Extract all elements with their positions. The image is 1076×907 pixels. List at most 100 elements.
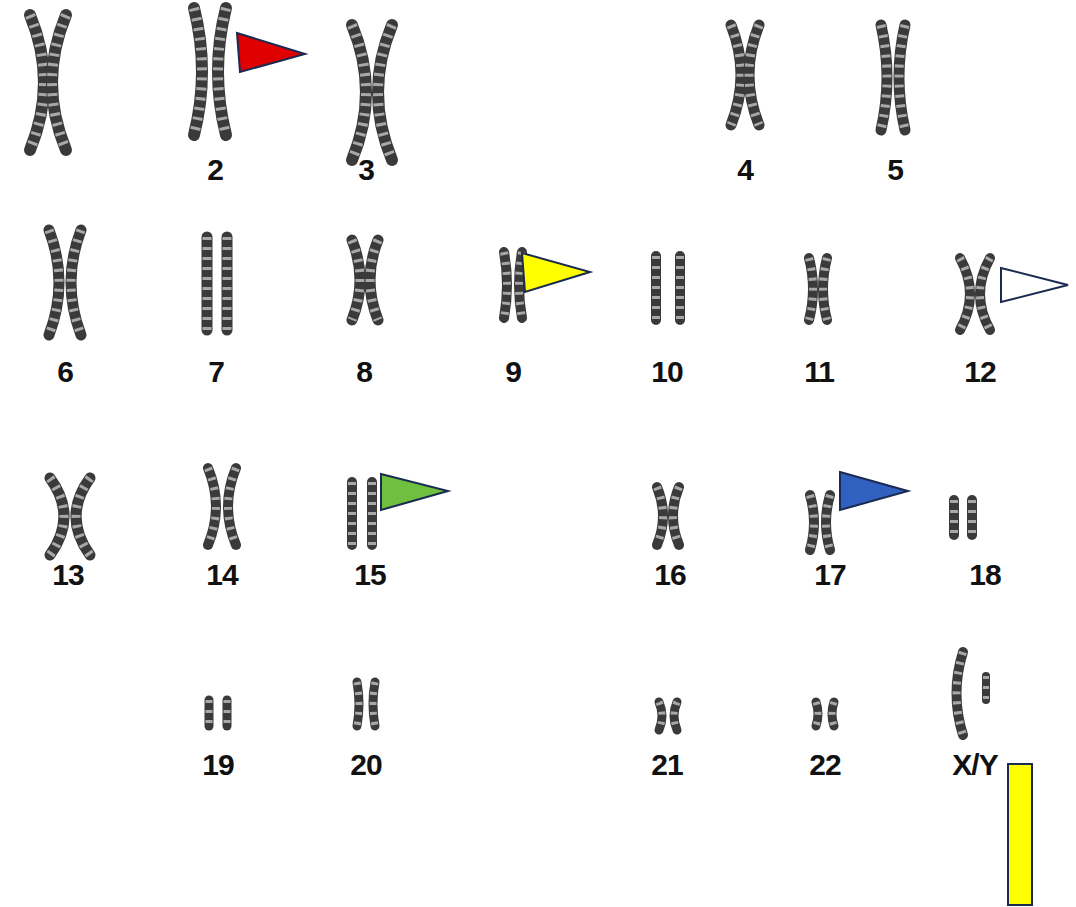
chromosome-number: 9 xyxy=(505,357,521,387)
chromatid xyxy=(826,495,830,550)
chromosome-band xyxy=(810,495,814,550)
chromatid xyxy=(673,487,679,545)
chromatid xyxy=(960,258,970,330)
chromosome-band xyxy=(749,25,759,125)
chromatid xyxy=(370,240,378,320)
chromosome-band xyxy=(881,25,887,130)
chromosome-band xyxy=(218,8,226,135)
chromosome-band xyxy=(352,240,360,320)
chromatid xyxy=(899,25,905,130)
chromatid xyxy=(218,8,226,135)
chromosome-band xyxy=(676,256,684,320)
chromatid xyxy=(50,478,64,555)
chromosome-band xyxy=(673,487,679,545)
chromosome-band xyxy=(899,25,905,130)
chromosome-band xyxy=(203,237,212,330)
chromosome-band xyxy=(731,25,741,125)
chromosome-band xyxy=(980,258,990,330)
chromatid xyxy=(504,252,507,318)
chromatid xyxy=(651,256,661,320)
chromosome-number: 10 xyxy=(651,357,682,387)
chromosome-band xyxy=(206,700,213,726)
chromosome-band xyxy=(373,682,375,726)
chromosome-band xyxy=(208,468,216,545)
chromosome-band xyxy=(71,230,81,335)
chromatid xyxy=(49,230,59,335)
chromosome-number: 20 xyxy=(350,750,381,780)
chromatid xyxy=(881,25,887,130)
chromosome-set xyxy=(30,8,990,735)
chromatid xyxy=(823,258,827,320)
chromatid xyxy=(202,237,213,330)
marker-arrow xyxy=(522,253,590,292)
chromosome-number: 22 xyxy=(809,750,840,780)
chromosome-number: 14 xyxy=(206,560,237,590)
chromatid xyxy=(357,682,359,726)
chromosome-band xyxy=(228,468,236,545)
chromosome-number: 18 xyxy=(969,560,1000,590)
marker-arrow xyxy=(1001,268,1068,302)
chromatid xyxy=(378,25,392,160)
chromosome-band xyxy=(357,682,359,726)
chromosome-band xyxy=(950,500,958,535)
chromosome-band xyxy=(30,15,44,150)
chromosome-number: 8 xyxy=(356,357,372,387)
chromatid xyxy=(223,700,232,726)
chromosome-number: 13 xyxy=(52,560,83,590)
chromatid xyxy=(657,487,663,545)
chromatid xyxy=(347,482,357,545)
chromatid xyxy=(76,478,90,555)
chromosome-band xyxy=(519,252,522,318)
chromosome-band xyxy=(816,702,818,726)
chromosome-number: 11 xyxy=(804,357,834,387)
chromatid xyxy=(71,230,81,335)
chromosome-band xyxy=(832,702,834,726)
chromosome-band xyxy=(223,237,232,330)
chromosome-number: 5 xyxy=(887,155,903,185)
chromosome-band xyxy=(652,256,660,320)
chromatid xyxy=(228,468,236,545)
chromosome-band xyxy=(659,702,662,730)
chromosome-band xyxy=(968,500,976,535)
chromatid xyxy=(675,256,685,320)
chromatid xyxy=(832,702,834,726)
chromosome-band xyxy=(352,25,366,160)
chromosome-band xyxy=(809,258,813,320)
chromosome-band xyxy=(826,495,830,550)
chromatid xyxy=(30,15,44,150)
chromosome-band xyxy=(194,8,202,135)
chromatid xyxy=(519,252,522,318)
chromosome-band xyxy=(52,15,66,150)
chromosome-band xyxy=(823,258,827,320)
chromatid xyxy=(980,258,990,330)
chromatid xyxy=(222,237,233,330)
chromosome-band xyxy=(957,652,964,735)
chromatid xyxy=(52,15,66,150)
chromosome-number: 15 xyxy=(354,560,385,590)
marker-arrow xyxy=(237,33,305,72)
chromosome-number: 2 xyxy=(207,155,223,185)
chromosome-number: 21 xyxy=(651,750,682,780)
chromosome-number: X/Y xyxy=(952,750,997,780)
chromosome-band xyxy=(368,482,376,545)
marker-arrow xyxy=(840,472,908,510)
chromosome-band xyxy=(50,478,64,555)
chromatid xyxy=(982,676,990,700)
chromatid xyxy=(352,25,366,160)
chromosome-band xyxy=(370,240,378,320)
chromosome-band xyxy=(76,478,90,555)
chromosome-number: 3 xyxy=(358,155,374,185)
chromatid xyxy=(659,702,662,730)
chromosome-band xyxy=(674,702,677,730)
marker-arrow xyxy=(381,474,448,510)
chromosome-number: 17 xyxy=(814,560,845,590)
chromatid xyxy=(208,468,216,545)
chromosome-band xyxy=(960,258,970,330)
chromatid xyxy=(957,652,964,735)
chromatid xyxy=(674,702,677,730)
chromatid xyxy=(749,25,759,125)
chromosome-band xyxy=(49,230,59,335)
chromatid xyxy=(205,700,214,726)
chromatid xyxy=(194,8,202,135)
